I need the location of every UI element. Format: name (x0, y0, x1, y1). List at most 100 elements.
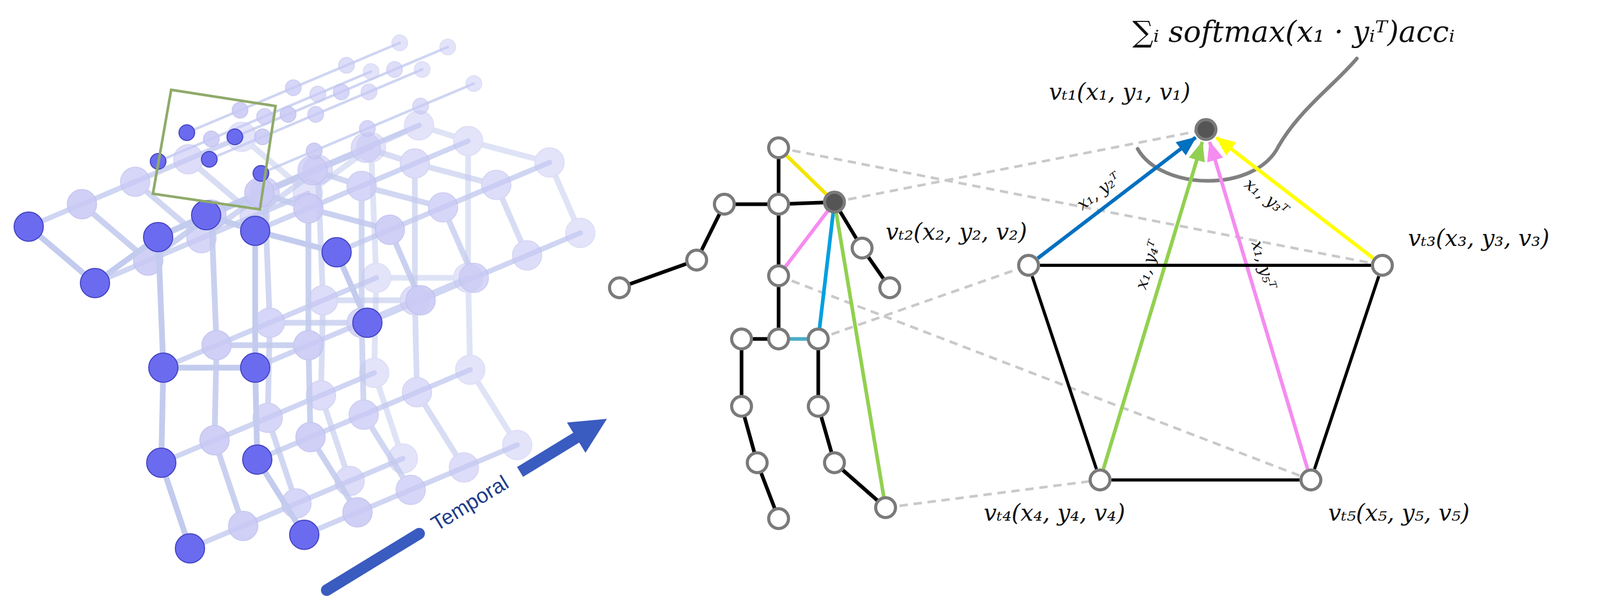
joint (406, 285, 436, 315)
joint (307, 106, 324, 123)
graph-edge (1040, 263, 1371, 267)
graph-vertex: vₜ₃(x₃, y₃, v₃) (1370, 253, 1394, 277)
joint (256, 108, 273, 125)
joint (359, 120, 376, 137)
joint (227, 128, 243, 145)
joint (293, 193, 324, 223)
graph-edge (1111, 478, 1300, 482)
graph-vertex: vₜ₁(x₁, y₁, v₁) (1194, 117, 1218, 141)
correspondence-line (834, 129, 1207, 202)
joint (228, 510, 258, 541)
vertex-label: vₜ₄(x₄, y₄, v₄) (983, 498, 1126, 527)
edge-label: x₁, y₃ᵀ (1240, 173, 1293, 220)
joint (338, 57, 355, 74)
skeleton-frame (173, 57, 542, 496)
joint (808, 396, 829, 416)
joint (240, 216, 270, 246)
focus-box (152, 89, 276, 210)
bone (619, 259, 697, 288)
bone (305, 208, 312, 345)
joint (146, 447, 176, 477)
graph-edge (1103, 141, 1202, 469)
joint (199, 425, 230, 455)
joint (502, 430, 532, 460)
joint (191, 200, 221, 230)
joint (731, 328, 752, 349)
joint (67, 189, 97, 219)
vertex-shape (1017, 253, 1041, 277)
vertex-label: vₜ₃(x₃, y₃, v₃) (1407, 224, 1550, 252)
vertex-label: vₜ₁(x₁, y₁, v₁) (1048, 78, 1191, 106)
joint (686, 249, 707, 270)
skeleton-frame (14, 124, 382, 563)
joint (459, 263, 489, 293)
joint (879, 277, 900, 298)
joint (293, 330, 324, 360)
vertex-circle (1196, 119, 1216, 140)
joint (361, 84, 377, 100)
joint (391, 34, 408, 51)
edge-label: x₁, y₂ᵀ (1072, 167, 1125, 214)
arrow-head (566, 418, 607, 453)
bone (317, 169, 324, 301)
graph-vertex: vₜ₂(x₂, y₂, v₂) (1017, 253, 1041, 277)
joint (352, 307, 382, 338)
joint (285, 79, 302, 96)
graph-vertex: vₜ₅(x₅, y₅, v₅) (1299, 468, 1323, 492)
joint (512, 240, 542, 270)
joint (175, 533, 205, 563)
joint (386, 61, 403, 78)
joint (449, 452, 479, 482)
joint (80, 268, 110, 298)
joint (455, 354, 485, 385)
correspondence-line (778, 147, 1383, 266)
middle-skeleton (609, 129, 1383, 529)
graph-edge (1216, 137, 1374, 258)
joint (333, 84, 350, 100)
joint (824, 452, 845, 473)
vertex-circle (1018, 255, 1039, 276)
joint (852, 237, 873, 258)
temporal-link (260, 83, 474, 174)
temporal-link (186, 42, 400, 133)
vertex-shape (1299, 468, 1323, 492)
joint (453, 126, 483, 156)
joint (768, 328, 789, 349)
joint (349, 399, 379, 429)
bone (211, 214, 217, 345)
arrow-shaft (326, 533, 420, 590)
joint (768, 137, 789, 158)
joint (768, 194, 789, 214)
joint (534, 147, 565, 177)
joint (203, 130, 220, 147)
skeleton-frame (227, 34, 595, 473)
joint (731, 396, 752, 416)
joint (309, 86, 326, 102)
joint (404, 110, 434, 140)
vertex-label: vₜ₂(x₂, y₂, v₂) (885, 218, 1028, 246)
joint (428, 192, 458, 222)
graph-edge (1209, 141, 1308, 469)
graph-edge (1314, 276, 1379, 469)
joint (201, 330, 232, 360)
vertex-circle (1090, 469, 1110, 490)
joint (342, 497, 373, 527)
joint (173, 144, 204, 174)
joint (297, 155, 328, 185)
joint (396, 474, 426, 505)
joint (824, 192, 845, 212)
joint (254, 128, 271, 145)
joint (412, 98, 429, 114)
joint (768, 265, 789, 286)
bone (158, 236, 164, 368)
joint (808, 328, 829, 349)
joint (143, 222, 173, 252)
joint (14, 211, 44, 242)
joint (295, 422, 326, 452)
vertex-shape (1088, 468, 1112, 492)
bone (818, 201, 835, 339)
joint (120, 166, 150, 197)
joint (178, 124, 195, 141)
joint (439, 39, 456, 55)
joint (347, 171, 377, 201)
